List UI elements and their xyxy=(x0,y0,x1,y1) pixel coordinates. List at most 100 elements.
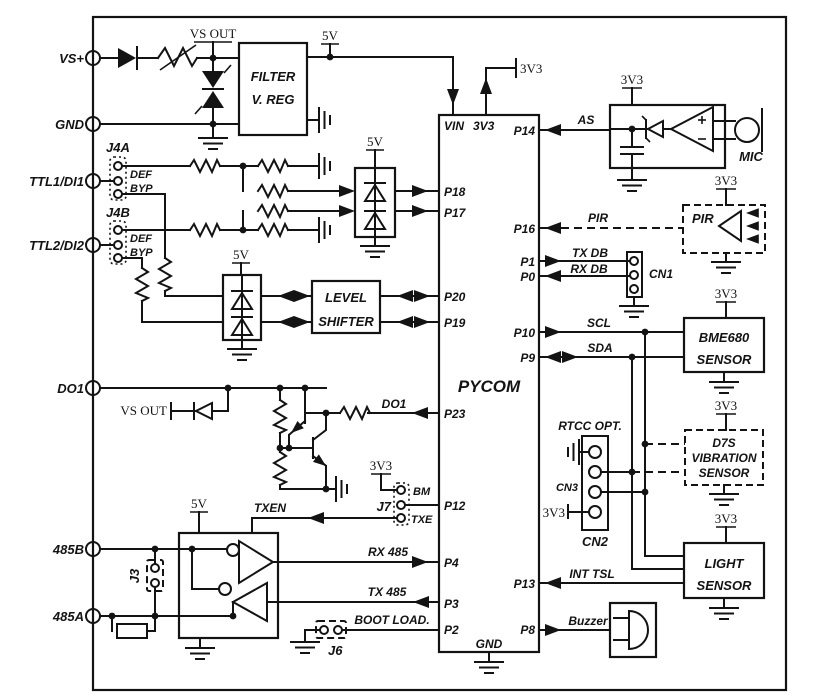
ir-ray-icon xyxy=(746,221,759,231)
junction-dot xyxy=(322,409,330,417)
fuse-icon xyxy=(156,44,199,71)
d7s-sensor-label: SENSOR xyxy=(699,466,750,480)
j3-pin xyxy=(150,563,160,573)
vsout-net-label: VS OUT xyxy=(190,26,237,41)
ground-icon xyxy=(198,137,228,150)
resistor-icon xyxy=(273,399,287,434)
resistor-icon xyxy=(189,223,221,237)
flyback-diode-icon xyxy=(193,401,213,421)
pin-p16: P16 xyxy=(514,222,536,236)
v3-net-label: 3V3 xyxy=(543,505,565,520)
junction-dot xyxy=(224,384,232,392)
resistor-icon xyxy=(257,159,289,173)
i2c-bme680-section: SCL SDA BME680 SENSOR 3V3 xyxy=(538,286,766,570)
pin-p19: P19 xyxy=(444,316,466,330)
ground-icon xyxy=(290,641,320,654)
level-label: LEVEL xyxy=(325,290,367,305)
arrow-icon xyxy=(294,316,310,328)
cn2-pin xyxy=(588,485,602,499)
label-gnd: GND xyxy=(55,117,85,132)
light-label: LIGHT xyxy=(705,556,745,571)
junction-dot xyxy=(239,162,247,170)
ground-icon xyxy=(318,217,331,243)
j6-pin xyxy=(333,625,343,635)
resistor-icon xyxy=(135,267,149,302)
junction-dot xyxy=(285,444,293,452)
pin-3v3: 3V3 xyxy=(473,119,495,133)
zener-diode-icon xyxy=(641,115,664,143)
cn1-pin xyxy=(629,284,639,294)
power-input-section: FILTER V. REG VS OUT 5V 3V3 xyxy=(85,26,542,169)
j6-label: J6 xyxy=(328,643,343,658)
pin-p9: P9 xyxy=(520,351,535,365)
junction-dot xyxy=(326,53,334,61)
j3-label: J3 xyxy=(127,568,142,583)
txen-signal-label: TXEN xyxy=(254,501,286,515)
arrow-icon xyxy=(412,407,428,419)
resistor-icon xyxy=(257,184,289,198)
opamp-icon xyxy=(668,105,714,153)
j4b-pin-common xyxy=(113,240,123,250)
arrow-icon xyxy=(545,124,561,136)
clamp-diodes-block-2: 5V xyxy=(221,247,263,361)
arrow-icon xyxy=(397,290,413,302)
ground-icon xyxy=(617,179,647,192)
arrow-icon xyxy=(545,351,561,363)
pin-p3: P3 xyxy=(444,597,459,611)
v3-net-label: 3V3 xyxy=(520,61,542,76)
cn2-connector xyxy=(581,435,609,531)
pin-p17: P17 xyxy=(444,206,467,220)
pin-p10: P10 xyxy=(514,326,536,340)
arrow-icon xyxy=(412,185,428,197)
j7-pin-bm xyxy=(396,485,406,495)
cn1-pin xyxy=(629,270,639,280)
v3-net-label: 3V3 xyxy=(715,511,737,526)
pin-p1: P1 xyxy=(520,255,535,269)
arrow-icon xyxy=(412,556,428,568)
j6-pin xyxy=(319,625,329,635)
v5-net-label: 5V xyxy=(233,247,250,262)
rs485-section: 5V J3 RX 485 TX 485 J6 BOOT LOAD. xyxy=(85,496,440,660)
junction-dot xyxy=(628,125,636,133)
resistor-icon xyxy=(257,223,289,237)
as-signal-label: AS xyxy=(577,113,595,127)
d7s-vibration-label: VIBRATION xyxy=(691,451,756,465)
pin-p14: P14 xyxy=(514,124,536,138)
resistor-icon xyxy=(158,257,172,292)
ground-icon xyxy=(185,647,215,660)
junction-dot xyxy=(209,54,217,62)
clamp-diodes-block-1: 5V xyxy=(353,134,397,258)
label-ttl1: TTL1/DI1 xyxy=(29,174,84,189)
label-ttl2: TTL2/DI2 xyxy=(29,238,85,253)
arrow-icon xyxy=(414,316,430,328)
ground-icon xyxy=(360,245,390,258)
cn2-pin xyxy=(588,505,602,519)
v5-net-label: 5V xyxy=(322,28,339,43)
resistor-icon xyxy=(257,204,289,218)
v5-net-label: 5V xyxy=(367,134,384,149)
ir-ray-icon xyxy=(746,208,759,218)
d7s-label: D7S xyxy=(712,436,735,450)
transistor-q2-icon xyxy=(311,412,329,470)
cn1-section: TX DB RX DB CN1 xyxy=(538,246,673,318)
j7-jumper-section: 3V3 BM J7 TXE TXEN xyxy=(251,458,440,534)
light-sensor-section: LIGHT SENSOR 3V3 INT TSL xyxy=(538,511,766,620)
arrow-icon xyxy=(339,185,355,197)
j4a-pin-byp xyxy=(113,189,123,199)
rs485-transceiver-block xyxy=(177,531,280,640)
junction-dot xyxy=(276,384,284,392)
ground-icon xyxy=(474,661,504,674)
filter-vreg-block xyxy=(237,41,309,137)
jumper-j4b-outline xyxy=(109,220,127,265)
v3-arrow-icon xyxy=(480,78,492,94)
scl-signal-label: SCL xyxy=(587,316,611,330)
microphone-icon xyxy=(734,108,763,152)
label-do1: DO1 xyxy=(57,381,84,396)
label-485a: 485A xyxy=(52,609,84,624)
pin-p20: P20 xyxy=(444,290,466,304)
ground-icon xyxy=(709,607,739,620)
tvs-diode-icon xyxy=(194,64,232,115)
junction-dot xyxy=(151,545,159,553)
cn3-label: CN3 xyxy=(556,482,578,494)
junction-dot xyxy=(628,353,636,361)
